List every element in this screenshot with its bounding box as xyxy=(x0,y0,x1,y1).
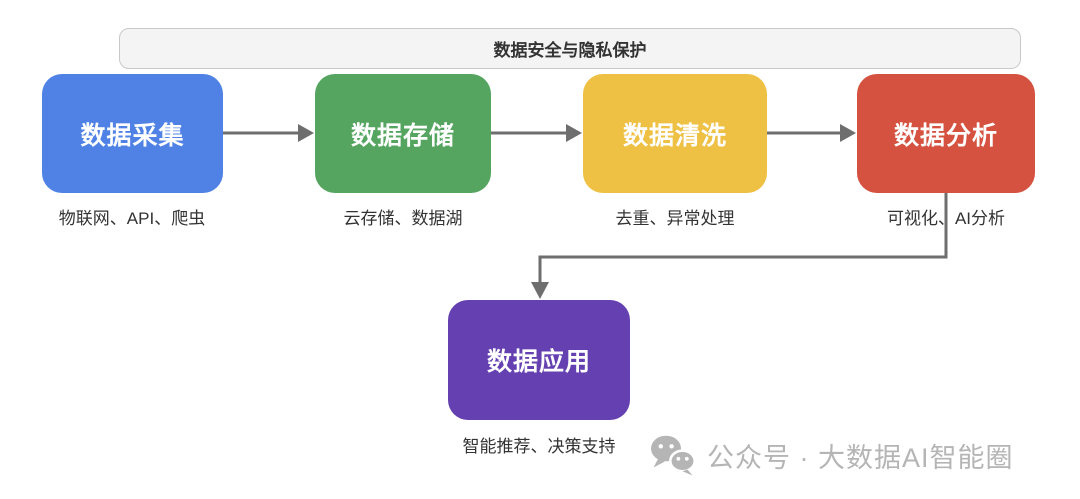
stage-caption-collect: 物联网、API、爬虫 xyxy=(58,209,206,228)
arrowhead-down-icon xyxy=(531,282,549,299)
arrowhead-right-icon xyxy=(566,124,582,142)
arrowhead-right-icon xyxy=(840,124,856,142)
stage-title-apply: 数据应用 xyxy=(486,348,591,376)
stage-caption-clean: 去重、异常处理 xyxy=(615,209,735,228)
watermark: 公众号 · 大数据AI智能圈 xyxy=(649,434,1014,476)
wechat-icon xyxy=(651,435,696,476)
stage-box-apply: 数据应用 xyxy=(448,300,630,420)
watermark-text: 公众号 · 大数据AI智能圈 xyxy=(707,442,1014,473)
stage-box-store: 数据存储 xyxy=(315,74,491,193)
stage-box-analyze: 数据分析 xyxy=(857,74,1035,193)
stage-title-clean: 数据清洗 xyxy=(622,121,727,150)
stage-caption-analyze: 可视化、AI分析 xyxy=(886,209,1006,228)
stage-title-store: 数据存储 xyxy=(350,121,455,150)
connector-collect-to-store xyxy=(223,124,314,142)
stage-box-clean: 数据清洗 xyxy=(583,74,767,193)
connector-analyze-to-apply xyxy=(531,193,948,299)
connector-store-to-clean xyxy=(491,124,582,142)
stage-box-collect: 数据采集 xyxy=(42,74,223,193)
stage-caption-store: 云存储、数据湖 xyxy=(343,209,463,228)
stage-title-collect: 数据采集 xyxy=(80,121,185,150)
security-header-label: 数据安全与隐私保护 xyxy=(493,41,647,60)
connector-clean-to-analyze xyxy=(767,124,856,142)
stage-caption-apply: 智能推荐、决策支持 xyxy=(462,437,616,456)
security-header-bar: 数据安全与隐私保护 xyxy=(119,28,1021,69)
stage-title-analyze: 数据分析 xyxy=(893,121,998,150)
arrowhead-right-icon xyxy=(298,124,314,142)
